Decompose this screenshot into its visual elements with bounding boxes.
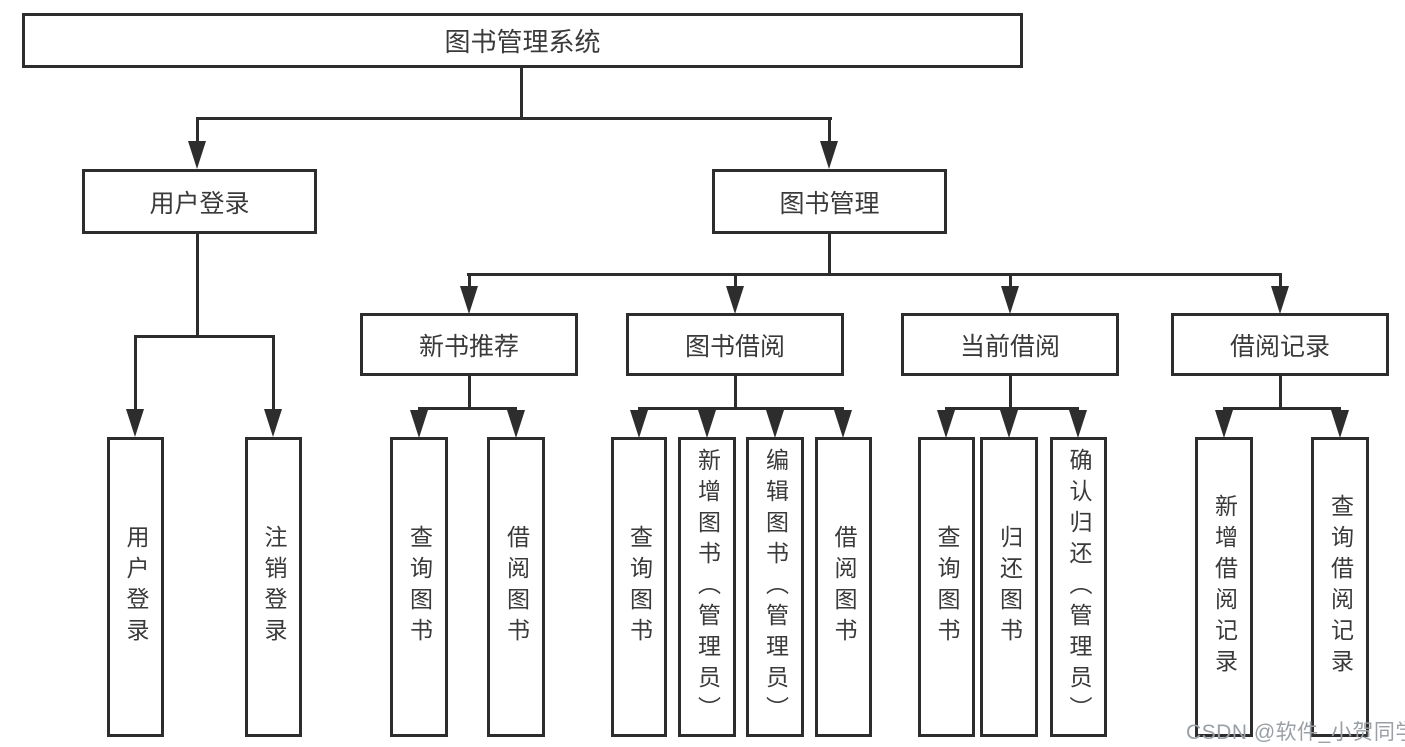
connector-arrowhead-icon	[188, 141, 206, 169]
node-root: 图书管理系统	[22, 13, 1023, 68]
connector-arrowhead-icon	[937, 410, 955, 438]
connector-arrowhead-icon	[1000, 410, 1018, 438]
connector-line	[638, 407, 844, 410]
leaf-borrow-add-book-admin: 新增图书（管理员）	[678, 437, 736, 737]
leaf-logout: 注销登录	[245, 437, 302, 737]
connector-line	[828, 117, 831, 143]
connector-arrowhead-icon	[834, 410, 852, 438]
connector-line	[134, 335, 275, 338]
csdn-watermark: CSDN @软件_小贺同学	[1186, 721, 1405, 744]
connector-line	[945, 407, 1079, 410]
leaf-current-confirm-return-admin: 确认归还（管理员）	[1050, 437, 1107, 737]
connector-arrowhead-icon	[410, 410, 428, 438]
connector-line	[196, 117, 832, 120]
connector-line	[1009, 376, 1012, 410]
connector-line	[1279, 376, 1282, 410]
connector-arrowhead-icon	[1331, 410, 1349, 438]
connector-arrowhead-icon	[460, 286, 478, 314]
connector-line	[520, 67, 523, 117]
leaf-borrow-query-book: 查询图书	[611, 437, 667, 737]
connector-arrowhead-icon	[766, 410, 784, 438]
node-new-book-recommend: 新书推荐	[360, 313, 578, 376]
connector-line	[1009, 276, 1012, 288]
node-current-borrowing: 当前借阅	[901, 313, 1119, 376]
connector-line	[418, 407, 517, 410]
leaf-user-login: 用户登录	[107, 437, 164, 737]
connector-line	[134, 335, 137, 411]
node-book-borrowing: 图书借阅	[626, 313, 844, 376]
connector-line	[828, 233, 831, 275]
connector-line	[467, 273, 1282, 276]
connector-line	[196, 117, 199, 143]
node-book-management: 图书管理	[712, 169, 947, 234]
connector-arrowhead-icon	[264, 409, 282, 437]
connector-arrowhead-icon	[1215, 410, 1233, 438]
leaf-borrow-edit-book-admin: 编辑图书（管理员）	[746, 437, 804, 737]
connector-arrowhead-icon	[698, 410, 716, 438]
leaf-recommend-query-book: 查询图书	[390, 437, 448, 737]
connector-arrowhead-icon	[126, 409, 144, 437]
leaf-recommend-borrow-book: 借阅图书	[487, 437, 545, 737]
connector-line	[196, 233, 199, 337]
connector-arrowhead-icon	[820, 141, 838, 169]
connector-line	[468, 276, 471, 288]
connector-line	[468, 376, 471, 410]
connector-arrowhead-icon	[1069, 410, 1087, 438]
connector-arrowhead-icon	[507, 410, 525, 438]
connector-line	[1223, 407, 1341, 410]
node-borrowing-records: 借阅记录	[1171, 313, 1389, 376]
leaf-records-add-record: 新增借阅记录	[1195, 437, 1253, 737]
connector-line	[1279, 276, 1282, 288]
connector-arrowhead-icon	[726, 286, 744, 314]
connector-line	[734, 376, 737, 410]
leaf-records-query-record: 查询借阅记录	[1311, 437, 1369, 737]
leaf-current-query-book: 查询图书	[918, 437, 975, 737]
leaf-current-return-book: 归还图书	[980, 437, 1038, 737]
connector-line	[734, 276, 737, 288]
connector-line	[272, 335, 275, 411]
node-user-login: 用户登录	[82, 169, 317, 234]
connector-arrowhead-icon	[1001, 286, 1019, 314]
connector-arrowhead-icon	[1271, 286, 1289, 314]
leaf-borrow-borrow-book: 借阅图书	[815, 437, 872, 737]
connector-arrowhead-icon	[630, 410, 648, 438]
